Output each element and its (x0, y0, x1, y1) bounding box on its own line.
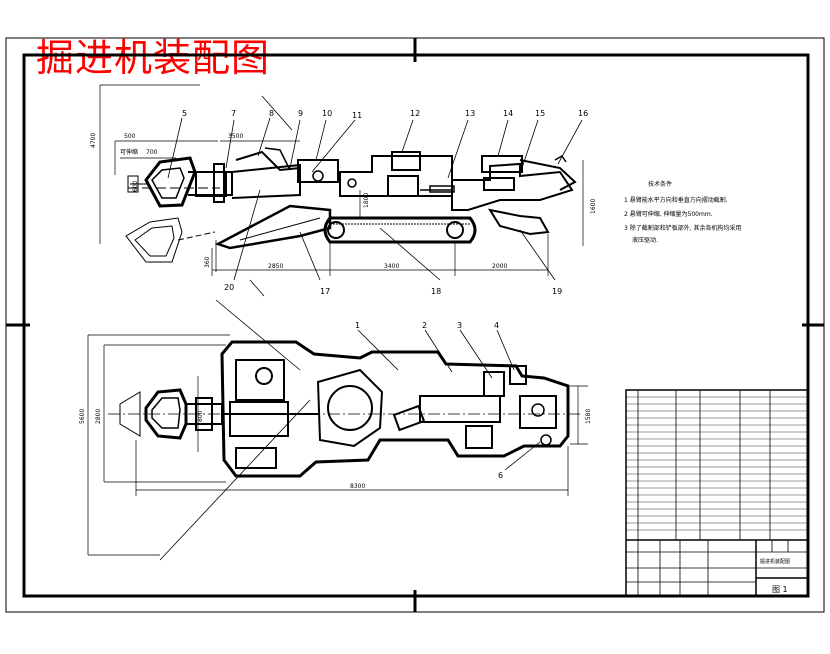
drawing-title: 掘进机装配图 (36, 36, 271, 80)
dim-label: 1800 (363, 193, 370, 208)
side-part-label: 12 (410, 109, 420, 118)
side-part-label: 7 (231, 109, 236, 118)
side-part-label: 20 (224, 283, 234, 292)
loading-shovel (214, 204, 332, 250)
side-part-label: 13 (465, 109, 475, 118)
tech-notes-heading: 技术条件 (648, 180, 672, 188)
dim-label: 8300 (350, 483, 365, 490)
tech-note-line: 3 除了截割部和铲板部外, 其余各机构均采用 (624, 224, 742, 232)
inner-frame (22, 53, 810, 598)
top-part-label: 4 (494, 321, 499, 330)
dim-label: 700 (146, 149, 158, 156)
dim-label: 3400 (384, 263, 399, 270)
side-part-label: 10 (322, 109, 332, 118)
dim-label: 1580 (585, 409, 592, 424)
dim-label: 2800 (95, 409, 102, 424)
dim-label: 5600 (79, 409, 86, 424)
tech-note-line: 2 悬臂可伸缩, 伸缩量为500mm. (624, 210, 713, 218)
title-block (625, 389, 809, 597)
title-block-sheet: 图 1 (772, 585, 788, 594)
outer-border (5, 37, 825, 613)
dim-label: 3500 (228, 133, 243, 140)
side-part-label: 14 (503, 109, 513, 118)
side-part-label: 17 (320, 287, 330, 296)
side-part-label: 16 (578, 109, 588, 118)
tech-note-line: 1 悬臂能水平方向和垂直方向摆动截割. (624, 196, 728, 204)
side-view (99, 84, 584, 297)
side-part-label: 11 (352, 111, 362, 120)
rear-unit (451, 162, 574, 211)
top-main-frame (220, 340, 570, 478)
tech-note-line: 液压驱动. (632, 236, 658, 244)
top-part-label: 1 (355, 321, 360, 330)
dim-label: 2850 (268, 263, 283, 270)
side-part-label: 19 (552, 287, 562, 296)
side-part-label: 5 (182, 109, 187, 118)
side-part-label: 15 (535, 109, 545, 118)
top-part-label: 6 (498, 471, 503, 480)
dim-label: 1600 (590, 199, 597, 214)
dim-label: 2000 (492, 263, 507, 270)
side-part-label: 9 (298, 109, 303, 118)
side-part-label: 8 (269, 109, 274, 118)
top-view (87, 299, 588, 561)
dim-label: 600 (132, 180, 139, 192)
dim-label: 360 (204, 256, 211, 268)
top-part-label: 2 (422, 321, 427, 330)
title-block-title: 掘进机装配图 (760, 558, 790, 565)
turret (339, 155, 453, 197)
dim-label: 可伸缩 (120, 148, 138, 156)
dim-label: 500 (124, 133, 136, 140)
side-part-label: 18 (431, 287, 441, 296)
crawler-track (323, 216, 477, 244)
dim-label: 4700 (90, 133, 97, 148)
dim-label: 800 (197, 410, 204, 422)
top-part-label: 3 (457, 321, 462, 330)
